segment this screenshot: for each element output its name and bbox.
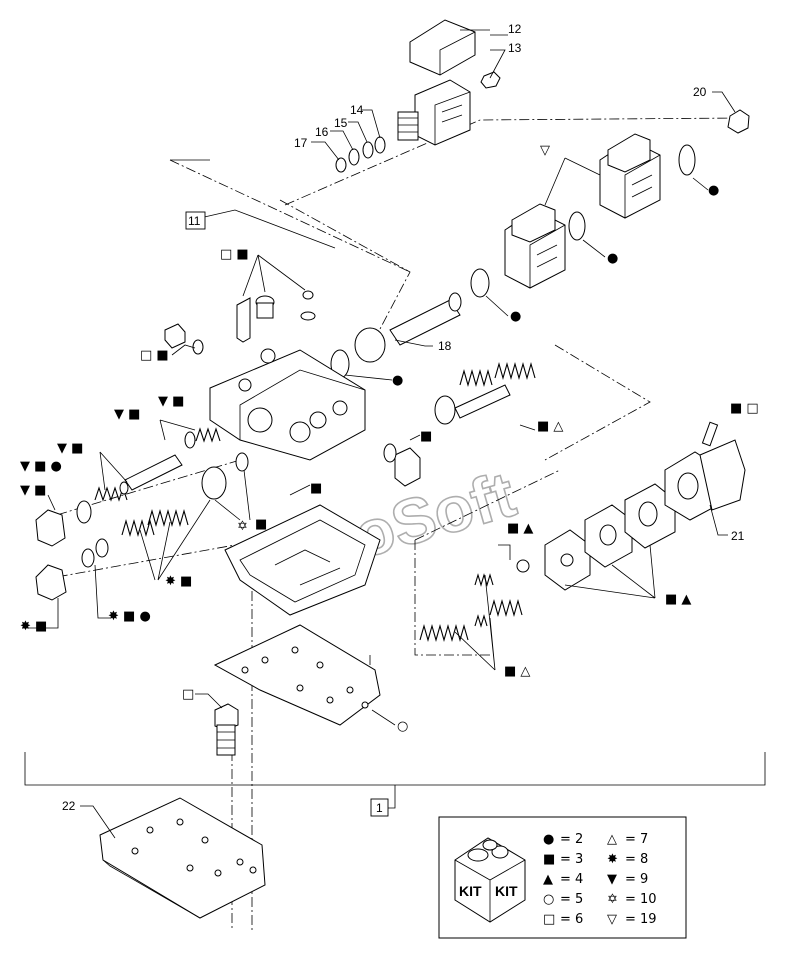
legend-sym-1: ■ <box>543 852 555 867</box>
valve-body <box>209 348 366 461</box>
legend-sym2-2: ▼ <box>607 872 617 887</box>
legend-eq-0: = 2 <box>560 832 583 847</box>
marker-sq-star-open: ■ <box>255 517 267 532</box>
marker-dot-b: ● <box>607 251 618 266</box>
marker-sq-mid: ■ <box>310 481 322 496</box>
marker-tri-down-sq-c: ▼ ■ <box>57 441 83 456</box>
legend-sym-3: ○ <box>543 892 554 907</box>
legend-sym-2: ▲ <box>543 872 553 887</box>
kit-word-b: KIT <box>495 883 518 899</box>
solenoid-top <box>397 19 501 146</box>
callout-11: 11 <box>188 214 201 228</box>
marker-dot-c: ● <box>510 309 521 324</box>
marker-dot-d: ● <box>392 373 403 388</box>
marker-sq-open-sq-r: ■ □ <box>730 401 759 416</box>
solenoid-right-upper <box>599 133 661 219</box>
legend-eq2-1: = 8 <box>625 852 648 867</box>
callout-15: 15 <box>334 116 348 130</box>
guide-lines <box>39 117 741 930</box>
callout-13: 13 <box>508 41 522 55</box>
bolt-long <box>236 297 251 343</box>
plate <box>213 624 381 726</box>
legend-sym2-0: △ <box>607 832 617 847</box>
marker-sq-open-tri-b: ■ △ <box>504 664 530 679</box>
callout-17: 17 <box>294 136 308 150</box>
callout-16: 16 <box>315 125 329 139</box>
marker-sq-tri-up-b: ■ ▲ <box>507 521 533 536</box>
callout-box-1 <box>370 798 389 817</box>
marker-star-open: ✡ <box>237 519 248 534</box>
marker-dot-a: ● <box>708 183 719 198</box>
legend-eq-3: = 5 <box>560 892 583 907</box>
marker-sq-mid2: ■ <box>420 429 432 444</box>
plugs-left <box>35 509 67 601</box>
nut-13 <box>480 71 501 89</box>
callout-12: 12 <box>508 22 522 36</box>
legend-sym-4: □ <box>543 912 555 927</box>
callout-20: 20 <box>693 85 707 99</box>
spring-group-right <box>383 361 536 643</box>
marker-star-sq-circle: ✸ ■ ● <box>108 609 151 624</box>
legend-rows: ● = 2 △ = 7 ■ = 3 ✸ = 8 ▲ = 4 ▼ = 9 ○ = … <box>543 832 657 927</box>
legend-eq2-4: = 19 <box>625 912 657 927</box>
valve-18 <box>354 292 462 363</box>
legend-eq-1: = 3 <box>560 852 583 867</box>
cover-plates <box>544 421 746 591</box>
marker-tri-down-sq-a: ▼ ■ <box>158 394 184 409</box>
marker-open-circle: ○ <box>397 719 408 734</box>
callout-box-11 <box>185 211 206 230</box>
legend-sym-0: ● <box>543 832 554 847</box>
callout-18: 18 <box>438 339 452 353</box>
nut-20 <box>727 109 750 134</box>
kit-box-icon: KIT KIT <box>454 837 526 923</box>
legend-eq-2: = 4 <box>560 872 583 887</box>
legend-eq2-3: = 10 <box>625 892 657 907</box>
base-plate-22 <box>99 797 266 919</box>
spring-group-left <box>76 427 249 568</box>
marker-tri-down-sq-circle: ▼ ■ ● <box>20 459 62 474</box>
legend-sym2-3: ✡ <box>607 892 618 907</box>
gasket <box>224 504 381 616</box>
marker-star-sq-b: ✸ ■ <box>165 574 192 589</box>
marker-star-sq-a: ✸ ■ <box>20 619 47 634</box>
assembly-bracket <box>24 752 766 786</box>
legend-eq2-0: = 7 <box>625 832 648 847</box>
marker-sq-open-fill-left: □ ■ <box>140 348 169 363</box>
kit-word-a: KIT <box>459 883 482 899</box>
legend-eq2-2: = 9 <box>625 872 648 887</box>
marker-tri-down-open: ▽ <box>540 143 550 158</box>
legend-sym2-4: ▽ <box>607 912 617 927</box>
marker-sq-tri-up-a: ■ ▲ <box>665 592 691 607</box>
solenoid-right-lower <box>504 203 566 289</box>
callout-21: 21 <box>731 529 745 543</box>
marker-sq-open-fill-top: □ ■ <box>220 247 249 262</box>
legend-eq-4: = 6 <box>560 912 583 927</box>
callout-14: 14 <box>350 103 364 117</box>
legend: KIT KIT ● = 2 △ = 7 ■ = 3 ✸ = 8 ▲ = 4 ▼ … <box>438 816 687 939</box>
callout-22: 22 <box>62 799 76 813</box>
callout-1: 1 <box>376 801 383 815</box>
marker-tri-down-sq-b: ▼ ■ <box>114 407 140 422</box>
legend-sym2-1: ✸ <box>607 852 618 867</box>
marker-sq-open-tri: ■ △ <box>537 419 563 434</box>
marker-open-sq: □ <box>182 687 194 702</box>
marker-tri-down-sq-d: ▼ ■ <box>20 483 46 498</box>
